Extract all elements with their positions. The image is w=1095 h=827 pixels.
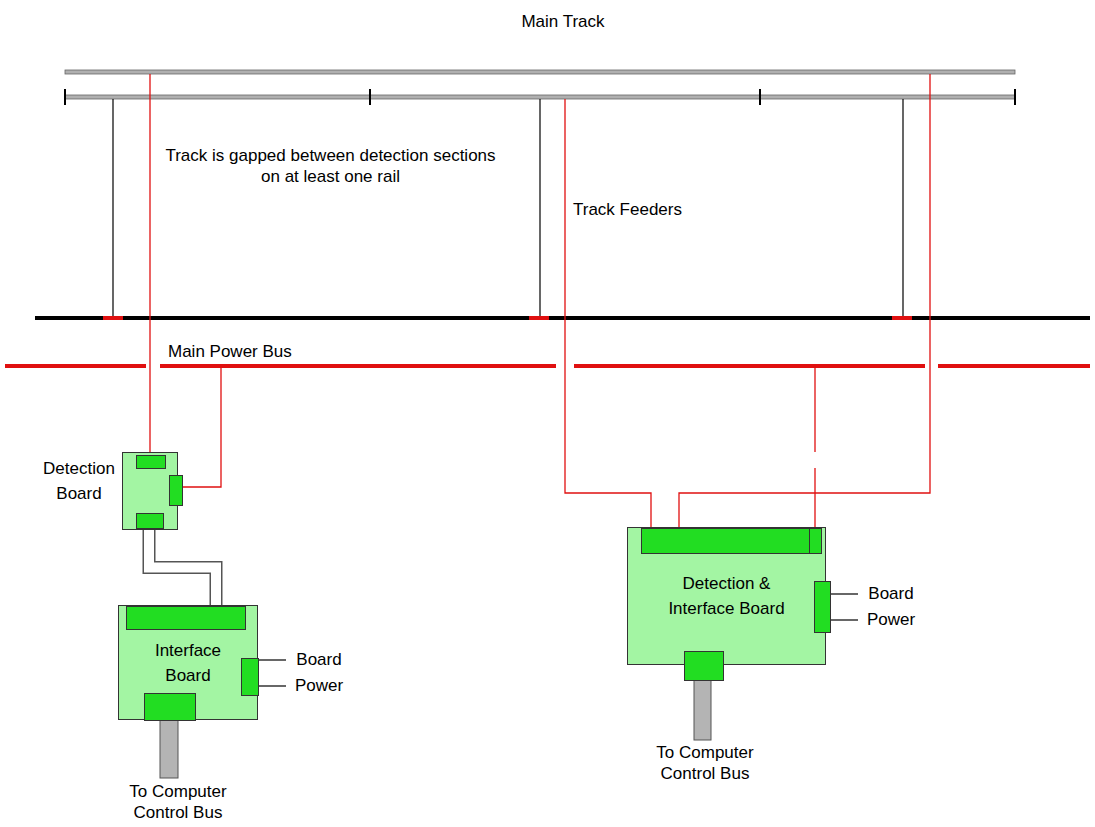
connector-block xyxy=(136,513,164,529)
board-label: Interface Board xyxy=(143,638,233,688)
detection-interface-board: Detection & Interface Board xyxy=(627,527,826,665)
feeder-label: Track Feeders xyxy=(573,199,723,220)
common-feeders xyxy=(35,99,1090,318)
board-label: Detection Board xyxy=(37,456,121,506)
rails xyxy=(65,70,1015,99)
power-label: Board Power xyxy=(289,647,349,699)
track-title: Main Track xyxy=(513,11,613,32)
connector-block xyxy=(169,475,183,506)
gap-note: Track is gapped between detection sectio… xyxy=(158,145,503,187)
connector-block xyxy=(136,455,166,469)
track-feeders xyxy=(150,74,930,529)
connector-block xyxy=(641,528,822,554)
ribbon-cable xyxy=(149,530,216,605)
main-power-bus xyxy=(5,364,1090,368)
connector-block xyxy=(126,606,246,630)
connector-block xyxy=(144,693,196,721)
connector-block xyxy=(241,658,259,696)
connector-block xyxy=(809,528,822,554)
bus-joints xyxy=(103,316,912,320)
bus-label: To Computer Control Bus xyxy=(110,781,246,823)
detection-board: Detection Board xyxy=(122,452,178,530)
connector-block xyxy=(684,651,724,681)
connector-block xyxy=(814,581,831,633)
bus-label: To Computer Control Bus xyxy=(637,742,773,784)
board-label: Detection & Interface Board xyxy=(657,571,797,621)
bus-label: Main Power Bus xyxy=(168,341,338,362)
track-ties xyxy=(95,62,1017,108)
interface-board: Interface Board xyxy=(118,605,258,720)
power-label: Board Power xyxy=(861,581,921,633)
